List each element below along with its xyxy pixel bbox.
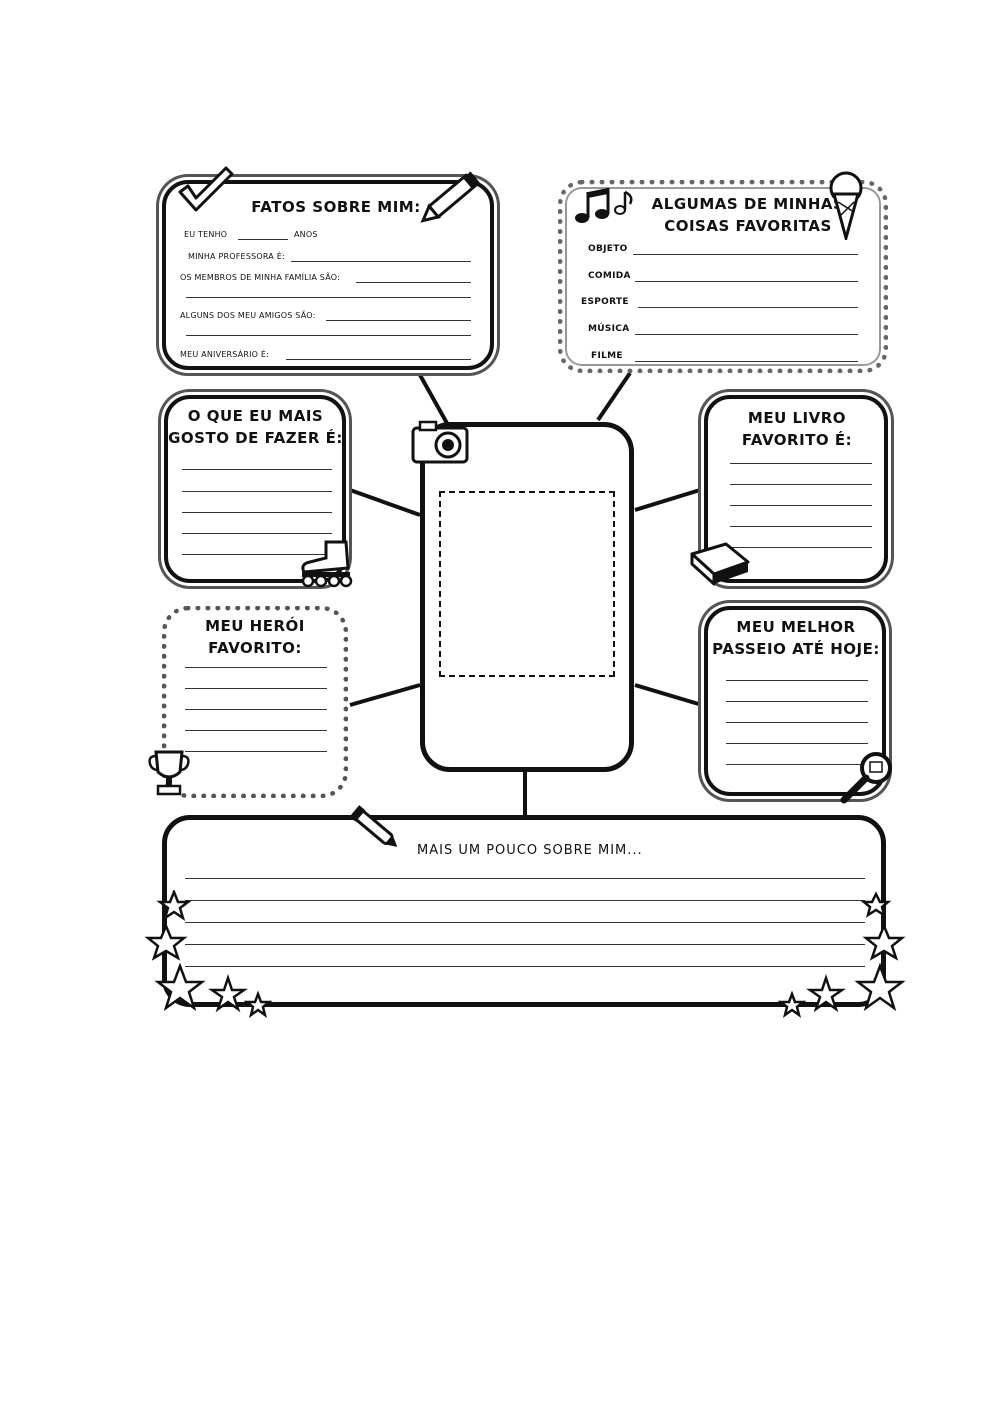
best-trip-title-line2: PASSEIO ATÉ HOJE: (712, 640, 880, 658)
star-icon (154, 962, 206, 1012)
facts-age-label: EU TENHO (184, 230, 228, 239)
favorites-esporte-line[interactable] (638, 307, 858, 308)
star-icon (144, 922, 188, 961)
favorites-title-line1: ALGUMAS DE MINHAS (651, 195, 845, 213)
favorites-filme-line[interactable] (635, 361, 858, 362)
facts-age-suffix: ANOS (294, 230, 318, 239)
best-trip-box: MEU MELHOR PASSEIO ATÉ HOJE: (704, 606, 886, 796)
favorites-box: ALGUMAS DE MINHAS COISAS FAVORITAS OBJET… (558, 180, 888, 373)
trophy-icon (148, 750, 190, 796)
favorites-item-musica: MÚSICA (588, 324, 630, 334)
facts-friends-line-2[interactable] (186, 335, 471, 336)
fav-hero-title-line2: FAVORITO: (208, 639, 302, 657)
fav-book-title-line2: FAVORITO É: (741, 431, 853, 449)
facts-birthday-label: MEU ANIVERSÁRIO É: (180, 350, 270, 359)
facts-birthday-line[interactable] (286, 359, 471, 360)
fav-book-line-5[interactable] (730, 547, 872, 548)
camera-icon (411, 420, 469, 464)
fav-book-line-1[interactable] (730, 463, 872, 464)
fav-hero-line-5[interactable] (185, 751, 327, 752)
book-icon (690, 542, 750, 586)
like-to-do-line-5[interactable] (182, 554, 332, 555)
star-icon (860, 891, 892, 918)
music-notes-icon (575, 188, 633, 223)
fav-book-title-line1: MEU LIVRO (747, 409, 847, 427)
photo-area[interactable] (439, 491, 615, 677)
best-trip-line-3[interactable] (726, 722, 868, 723)
favorites-item-filme: FILME (591, 351, 623, 361)
like-to-do-line-3[interactable] (182, 512, 332, 513)
stars-left (144, 890, 273, 1018)
facts-title: FATOS SOBRE MIM: (251, 198, 421, 216)
like-to-do-box: O QUE EU MAIS GOSTO DE FAZER É: (164, 395, 346, 583)
more-about-me-line-1[interactable] (185, 878, 865, 879)
fav-hero-line-3[interactable] (185, 709, 327, 710)
fav-book-line-3[interactable] (730, 505, 872, 506)
favorites-comida-line[interactable] (635, 281, 858, 282)
star-icon (777, 990, 807, 1018)
best-trip-title-line1: MEU MELHOR (736, 618, 856, 636)
fav-hero-title-line1: MEU HERÓI (205, 617, 305, 635)
facts-family-label: OS MEMBROS DE MINHA FAMÍLIA SÃO: (180, 273, 341, 282)
fav-hero-line-2[interactable] (185, 688, 327, 689)
like-to-do-line-2[interactable] (182, 491, 332, 492)
star-icon (854, 962, 906, 1012)
favorites-item-esporte: ESPORTE (581, 297, 629, 307)
facts-teacher-label: MINHA PROFESSORA É: (188, 252, 285, 261)
fav-book-line-2[interactable] (730, 484, 872, 485)
star-icon (862, 922, 906, 961)
facts-friends-line-1[interactable] (326, 320, 471, 321)
like-to-do-line-1[interactable] (182, 469, 332, 470)
photo-frame (420, 422, 634, 772)
star-icon (806, 974, 846, 1013)
star-icon (208, 974, 248, 1013)
facts-friends-label: ALGUNS DOS MEU AMIGOS SÃO: (180, 311, 316, 320)
favorites-musica-line[interactable] (635, 334, 858, 335)
fav-book-line-4[interactable] (730, 526, 872, 527)
like-to-do-title-line1: O QUE EU MAIS (187, 407, 324, 425)
check-icon (178, 166, 234, 212)
best-trip-line-2[interactable] (726, 701, 868, 702)
like-to-do-line-4[interactable] (182, 533, 332, 534)
facts-family-line-2[interactable] (186, 297, 471, 298)
fav-hero-line-1[interactable] (185, 667, 327, 668)
roller-skate-icon (301, 540, 353, 588)
star-icon (156, 890, 192, 921)
stars-right (777, 891, 906, 1018)
magnifier-icon (840, 752, 892, 804)
more-about-me-line-5[interactable] (185, 966, 865, 967)
best-trip-line-4[interactable] (726, 743, 868, 744)
more-about-me-title: MAIS UM POUCO SOBRE MIM... (417, 843, 643, 858)
favorites-objeto-line[interactable] (633, 254, 858, 255)
pencil-icon (420, 171, 480, 223)
best-trip-line-1[interactable] (726, 680, 868, 681)
best-trip-line-5[interactable] (726, 764, 868, 765)
more-about-me-line-3[interactable] (185, 922, 865, 923)
fav-hero-box: MEU HERÓI FAVORITO: (162, 606, 348, 798)
star-icon (243, 990, 273, 1018)
fav-hero-line-4[interactable] (185, 730, 327, 731)
more-about-me-line-4[interactable] (185, 944, 865, 945)
favorites-title-line2: COISAS FAVORITAS (664, 217, 832, 235)
more-about-me-line-2[interactable] (185, 900, 865, 901)
pen-icon (349, 805, 398, 847)
facts-age-line[interactable] (238, 239, 288, 240)
ice-cream-icon (829, 171, 863, 240)
favorites-item-objeto: OBJETO (588, 244, 628, 254)
facts-teacher-line[interactable] (291, 261, 471, 262)
favorites-item-comida: COMIDA (588, 271, 631, 281)
like-to-do-title-line2: GOSTO DE FAZER É: (168, 429, 343, 447)
facts-family-line-1[interactable] (356, 282, 471, 283)
